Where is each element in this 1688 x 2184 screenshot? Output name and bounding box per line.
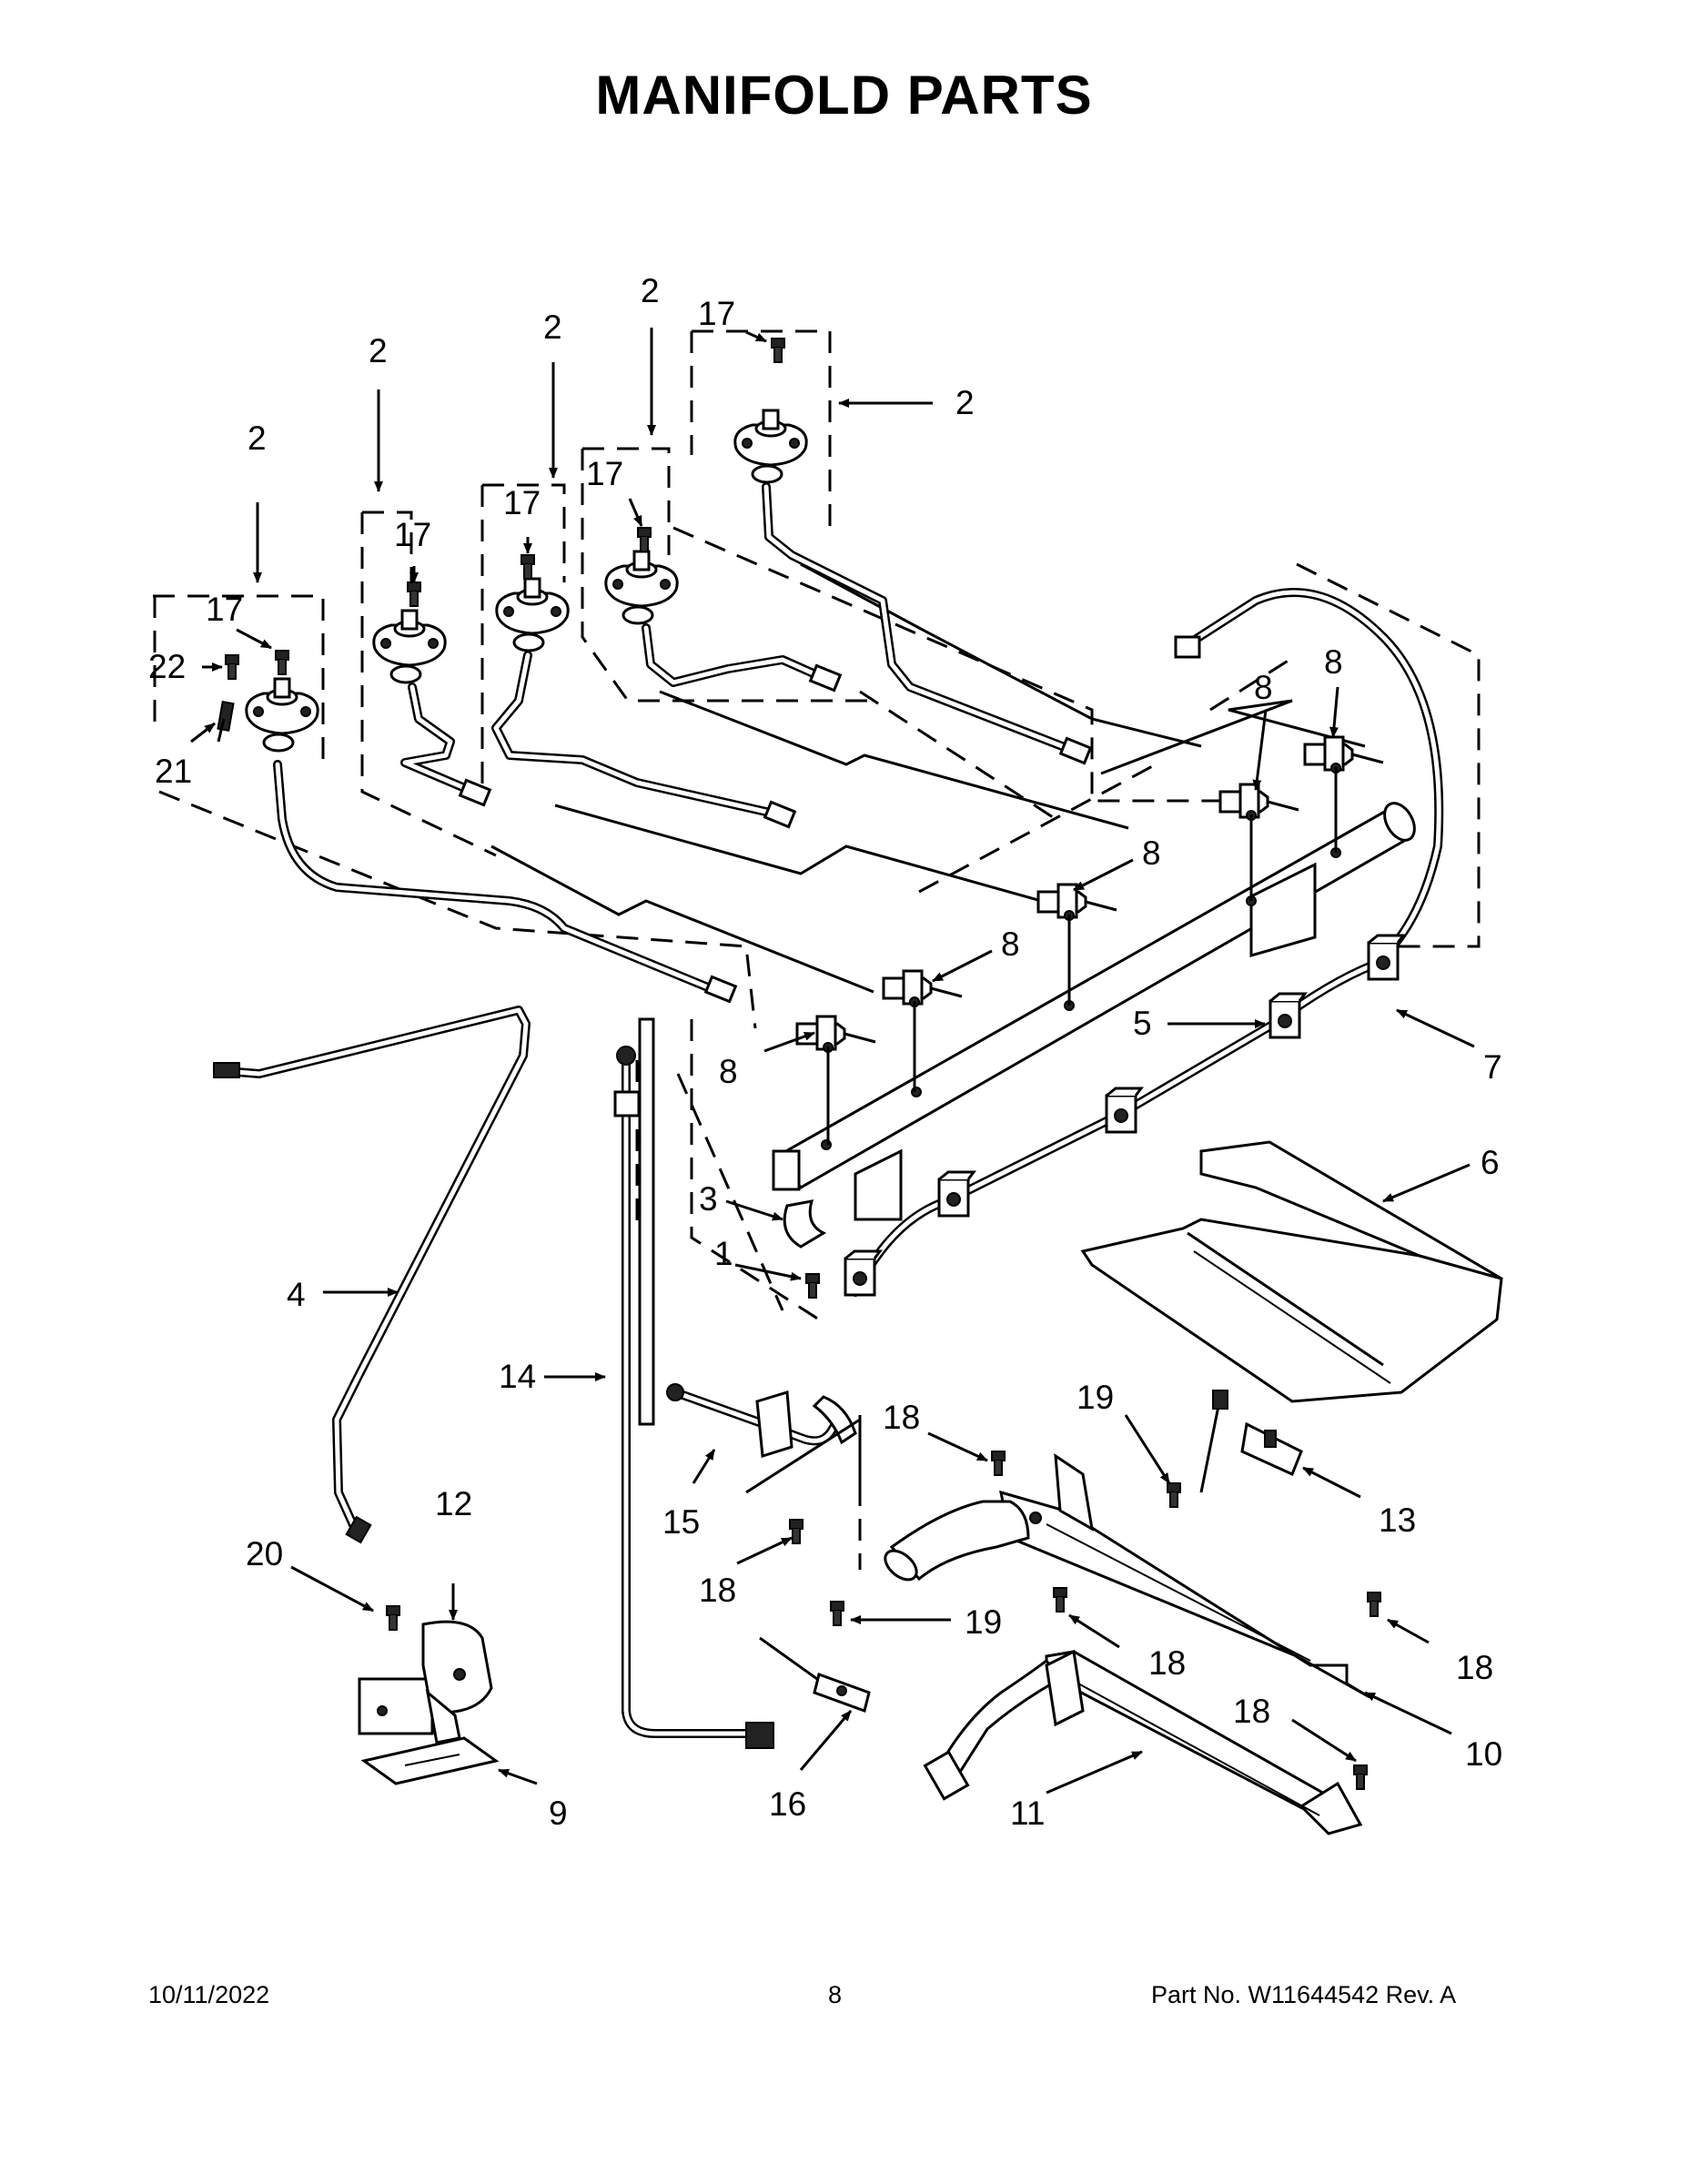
callout-18: 18 (1456, 1649, 1493, 1686)
tube-fittings (458, 663, 1093, 1004)
orifice-8-b (882, 969, 964, 1008)
callout-7: 7 (1483, 1048, 1502, 1086)
callout-5: 5 (1133, 1005, 1152, 1042)
orifice-8-group (795, 735, 1385, 1145)
orifice-8-e (1303, 735, 1385, 774)
screw-1 (805, 1273, 820, 1299)
gas-tubes (273, 482, 1078, 996)
screw-17-b (407, 581, 421, 607)
footer-part-number: Part No. W11644542 Rev. A (1151, 1981, 1457, 2008)
callout-labels: 2 2 2 2 2 17 17 17 17 17 22 21 8 8 8 8 8… (148, 272, 1502, 1832)
screw-18-a (991, 1451, 1006, 1476)
callout-6: 6 (1481, 1144, 1500, 1181)
callout-18: 18 (699, 1572, 736, 1609)
callout-2: 2 (248, 420, 267, 457)
screw-18-d (1367, 1592, 1381, 1617)
bracket-9 (360, 1736, 500, 1785)
igniter-bracket-e (1367, 934, 1405, 981)
igniter-16 (759, 1636, 871, 1713)
callout-8: 8 (1254, 669, 1273, 706)
callout-16: 16 (769, 1785, 806, 1823)
screw-18-c (1053, 1587, 1067, 1613)
callout-18: 18 (883, 1399, 920, 1436)
callout-17: 17 (503, 484, 541, 521)
callout-15: 15 (662, 1503, 700, 1541)
inlet-15 (666, 1383, 862, 1494)
orifice-leader-lines (490, 562, 1366, 994)
callout-18: 18 (1148, 1644, 1186, 1682)
burner-valve-4 (604, 550, 679, 625)
footer-page-number: 8 (828, 1981, 843, 2008)
callout-8: 8 (1001, 925, 1020, 963)
manifold-pipe (772, 802, 1416, 1221)
callout-21: 21 (155, 753, 192, 790)
callout-2: 2 (641, 272, 660, 309)
callout-13: 13 (1379, 1502, 1416, 1539)
orifice-8-d (1218, 783, 1300, 822)
callout-2: 2 (955, 384, 975, 421)
callout-20: 20 (246, 1535, 283, 1572)
bake-burner-11 (923, 1649, 1363, 1835)
clip-3 (783, 1199, 827, 1249)
burner-valve-1 (245, 677, 319, 753)
callout-8: 8 (719, 1053, 738, 1090)
screw-19-a (1167, 1482, 1181, 1508)
callout-19: 19 (1076, 1379, 1114, 1416)
screw-19-b (830, 1601, 844, 1626)
footer-date: 10/11/2022 (148, 1981, 270, 2008)
heat-shield-6 (1080, 1140, 1503, 1403)
callout-2: 2 (369, 332, 388, 369)
screw-22 (225, 654, 239, 680)
screw-17-d (637, 527, 652, 552)
igniter-harness (844, 588, 1444, 1297)
page-title: MANIFOLD PARTS (595, 65, 1093, 126)
callout-14: 14 (499, 1358, 536, 1395)
callout-17: 17 (586, 455, 623, 492)
callout-12: 12 (435, 1485, 472, 1522)
spark-electrode-21 (217, 701, 235, 743)
screw-20 (386, 1605, 400, 1631)
screw-18-e (1353, 1764, 1368, 1790)
screw-18-b (789, 1519, 804, 1544)
callout-2: 2 (543, 308, 562, 346)
callout-10: 10 (1465, 1735, 1502, 1773)
callout-17: 17 (698, 295, 735, 332)
callout-8: 8 (1142, 834, 1161, 872)
callout-3: 3 (699, 1180, 718, 1218)
callout-1: 1 (714, 1235, 733, 1272)
igniter-bracket-d (1269, 992, 1307, 1039)
callout-4: 4 (287, 1276, 306, 1313)
callout-19: 19 (965, 1603, 1002, 1641)
screw-17-c (521, 554, 535, 580)
callout-9: 9 (549, 1795, 568, 1832)
callout-arrows (190, 328, 1475, 1795)
broil-burner-10 (858, 1415, 1370, 1699)
burner-valves (217, 338, 808, 753)
burner-valve-2 (372, 609, 447, 684)
burner-valve-5 (733, 409, 808, 484)
tube-4 (213, 1006, 531, 1544)
igniter-13 (1199, 1390, 1303, 1493)
screw-17-e (771, 338, 785, 363)
callout-22: 22 (148, 648, 186, 685)
igniter-bracket-a (844, 1249, 882, 1297)
callout-8: 8 (1324, 643, 1343, 681)
tube-14 (613, 1017, 774, 1749)
igniter-bracket-c (1105, 1087, 1143, 1134)
igniter-bracket-b (937, 1170, 975, 1218)
callout-18: 18 (1233, 1693, 1270, 1730)
screw-17-a (275, 650, 289, 675)
callout-11: 11 (1010, 1795, 1045, 1832)
burner-valve-3 (495, 577, 570, 652)
orifice-8-c (1036, 883, 1118, 922)
callout-17: 17 (394, 516, 431, 553)
safety-valve-12 (358, 1620, 493, 1744)
callout-17: 17 (206, 591, 243, 628)
